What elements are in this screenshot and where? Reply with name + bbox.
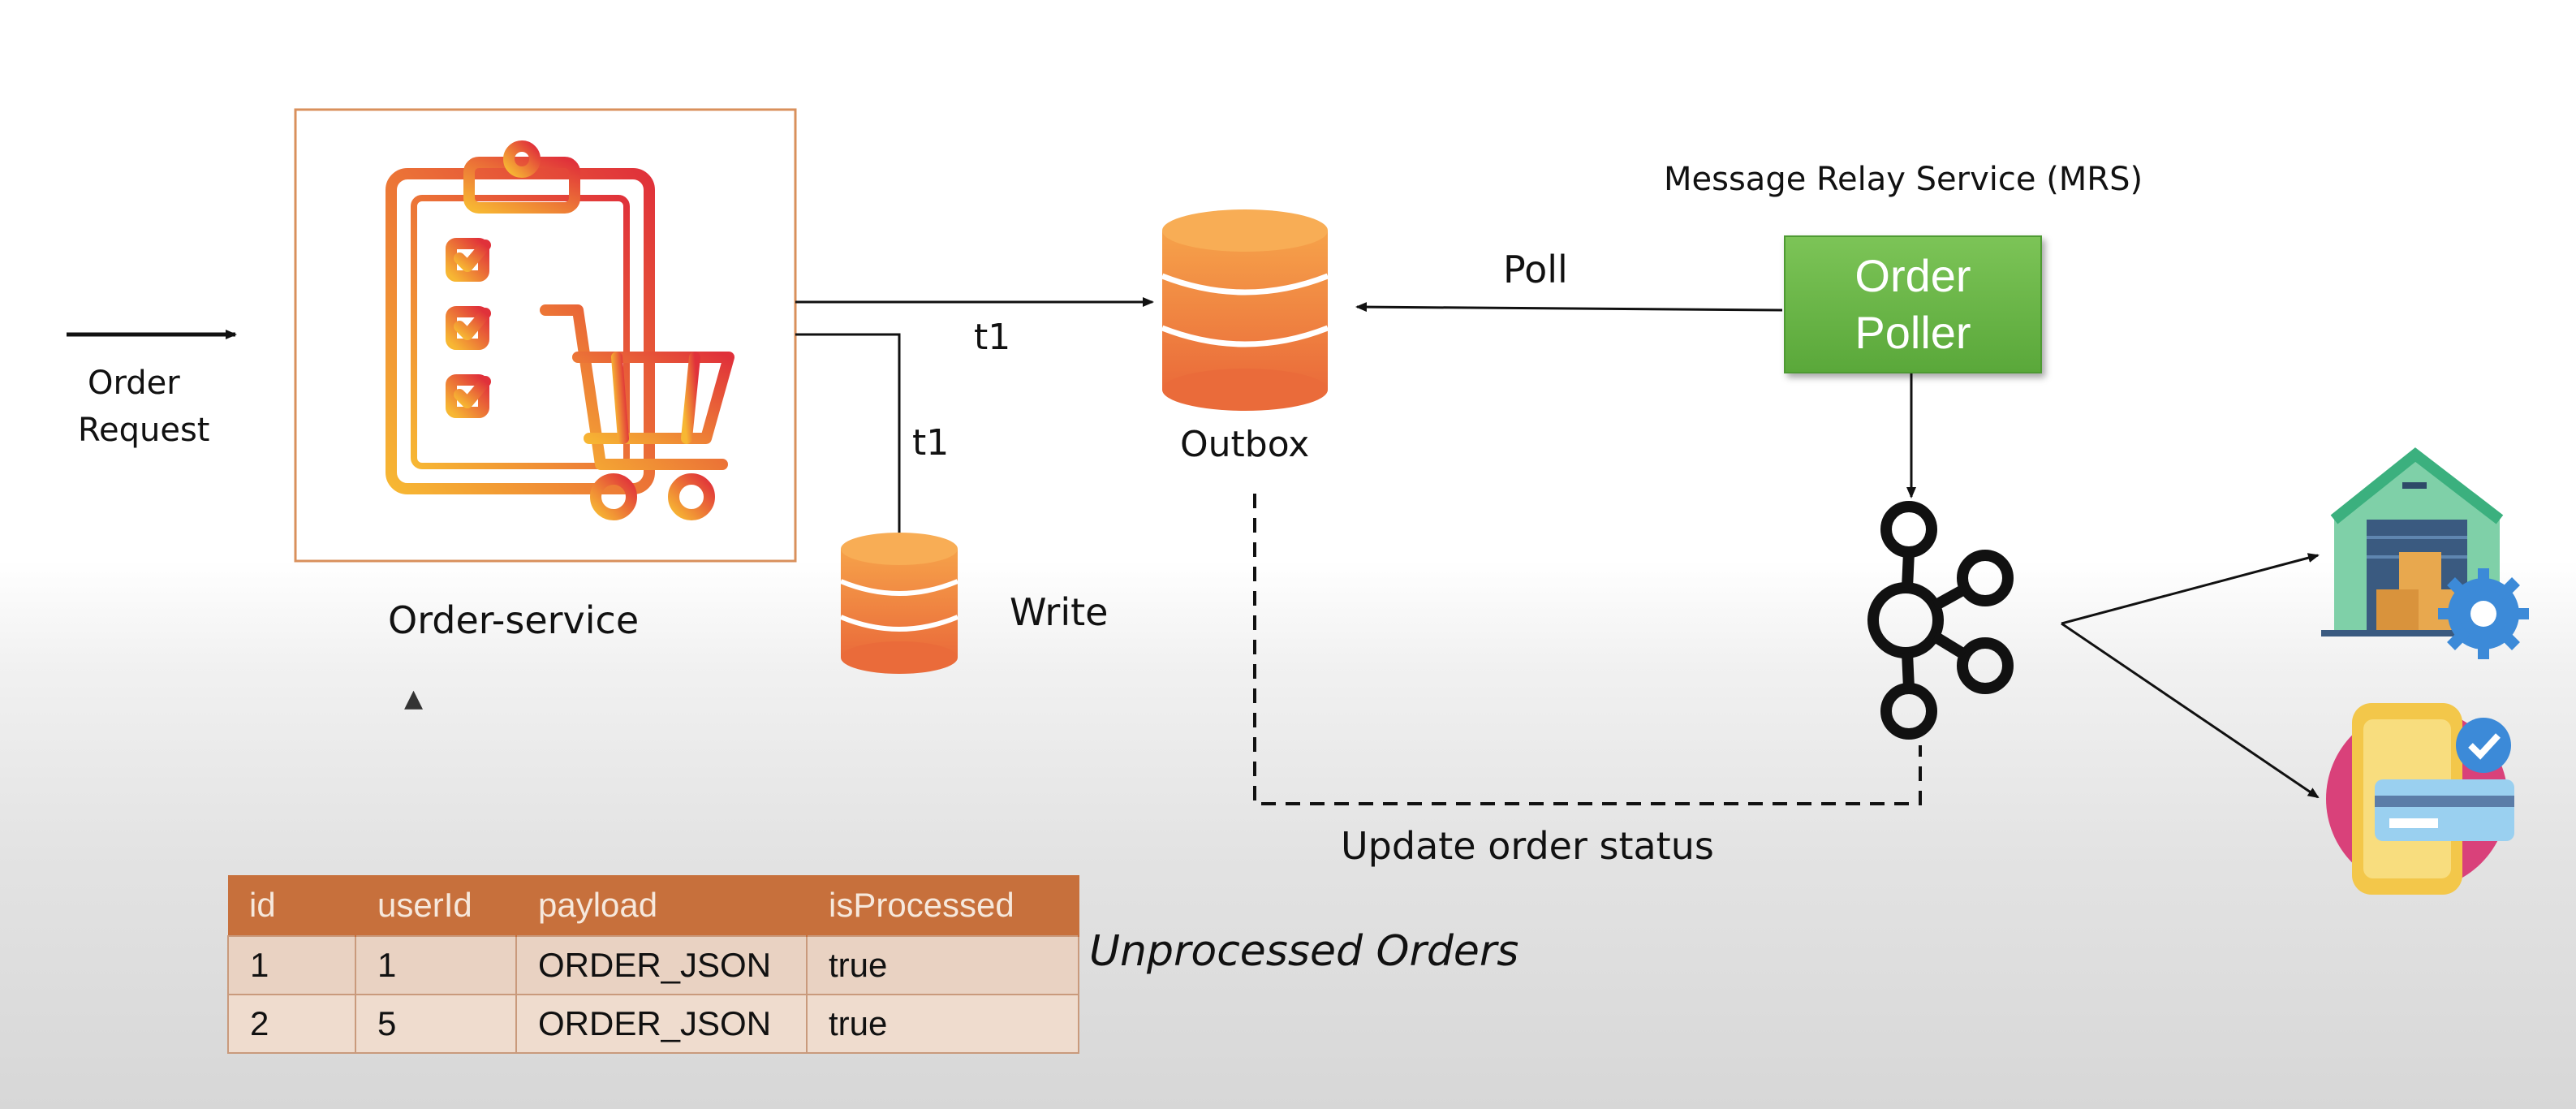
kafka-icon <box>1867 501 2014 740</box>
header-userid: userId <box>355 875 517 936</box>
t1-line-to-write-db <box>795 333 901 536</box>
header-isprocessed: isProcessed <box>807 875 1079 936</box>
cell-userid: 5 <box>355 994 517 1054</box>
table-row: 1 1 ORDER_JSON true <box>227 935 1079 995</box>
cell-payload: ORDER_JSON <box>515 994 808 1054</box>
mobile-payment-icon <box>2326 703 2514 895</box>
order-request-label-1: Order <box>88 365 180 402</box>
outbox-database-icon <box>1161 209 1329 411</box>
t1-side-label: t1 <box>912 422 949 464</box>
poller-label-1: Order <box>1854 250 1971 301</box>
write-label: Write <box>1010 590 1108 634</box>
t1-top-label: t1 <box>974 317 1010 358</box>
order-service-label: Order-service <box>388 598 639 642</box>
cell-isprocessed: true <box>806 994 1079 1054</box>
kafka-to-warehouse-arrow <box>2061 553 2320 625</box>
order-clipboard-cart-icon <box>386 140 734 520</box>
cell-isprocessed: true <box>806 935 1079 995</box>
poller-label-2: Poller <box>1854 307 1971 358</box>
kafka-to-payment-arrow <box>2061 622 2320 799</box>
cursor-icon: ▲ <box>404 684 423 713</box>
order-poller-box: Order Poller <box>1784 235 2042 373</box>
cell-userid: 1 <box>355 935 517 995</box>
poll-arrow <box>1355 302 1783 313</box>
table-header-row: id userId payload isProcessed <box>228 875 1079 936</box>
table-row: 2 5 ORDER_JSON true <box>227 994 1079 1054</box>
outbox-table: id userId payload isProcessed 1 1 ORDER_… <box>227 875 1079 1054</box>
update-status-path <box>1253 494 1922 805</box>
write-database-icon <box>839 533 959 674</box>
order-request-label-2: Request <box>78 412 209 449</box>
outbox-label: Outbox <box>1180 424 1309 465</box>
cell-payload: ORDER_JSON <box>515 935 808 995</box>
warehouse-icon <box>2321 447 2529 659</box>
header-id: id <box>228 875 356 936</box>
cell-id: 2 <box>227 994 356 1054</box>
mrs-label: Message Relay Service (MRS) <box>1664 161 2143 198</box>
unprocessed-orders-label: Unprocessed Orders <box>1089 927 1519 976</box>
header-payload: payload <box>516 875 808 936</box>
cell-id: 1 <box>227 935 356 995</box>
poll-label: Poll <box>1503 248 1568 291</box>
update-status-label: Update order status <box>1341 824 1714 868</box>
